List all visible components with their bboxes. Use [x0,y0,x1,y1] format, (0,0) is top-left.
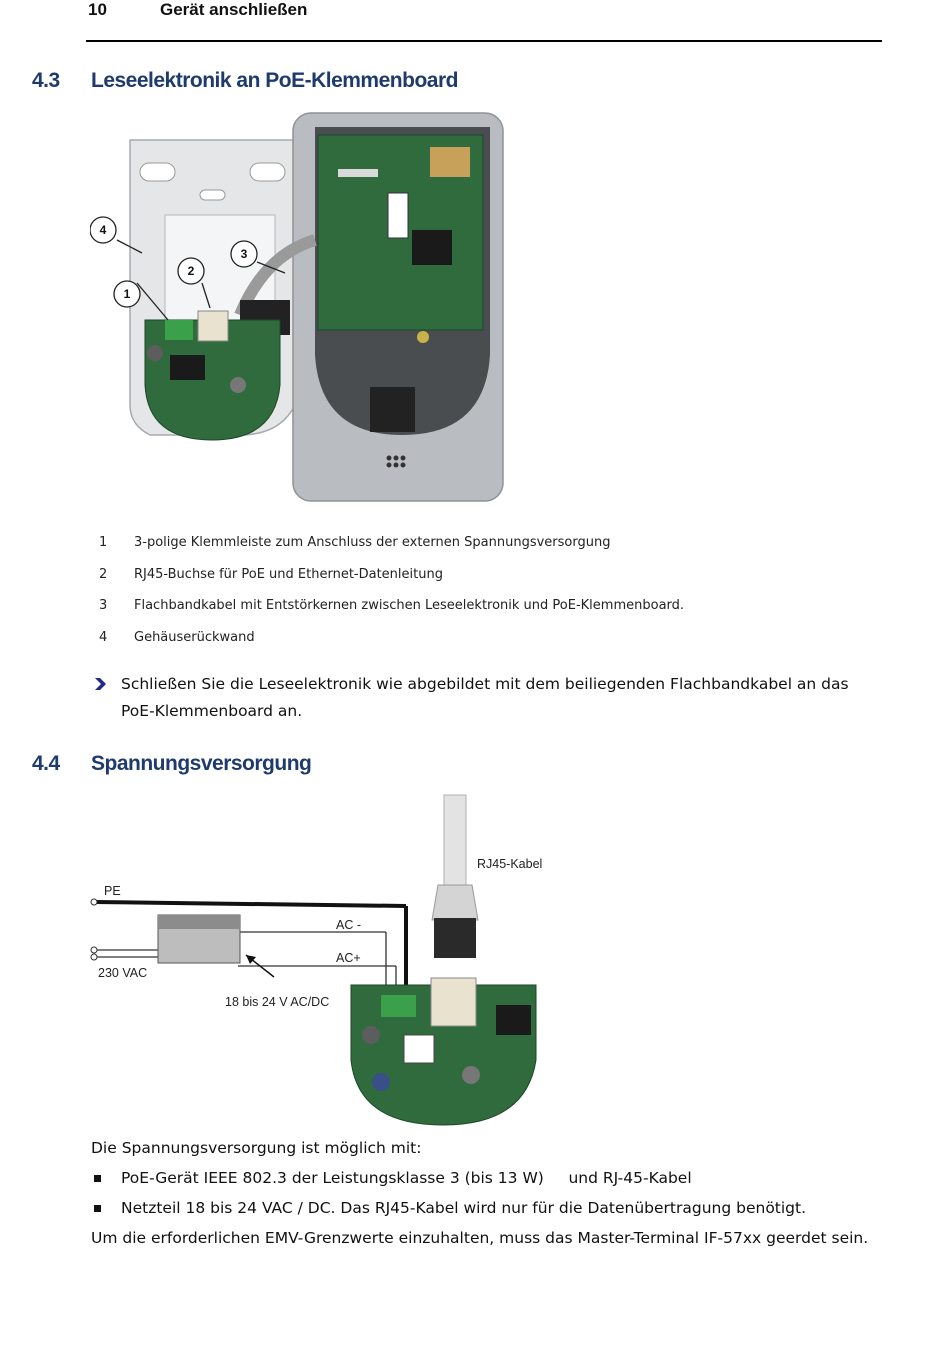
pcb-lower-part [370,387,415,432]
poe-board [144,319,281,441]
speaker-grille [386,455,406,468]
page-number: 10 [88,0,107,19]
pcb-header [338,169,378,177]
chapter-title: Gerät anschließen [160,0,308,19]
callouts [90,216,286,321]
bullet-marker [94,1175,101,1182]
label-rj45-cable: RJ45-Kabel [477,857,542,871]
legend-text: 3-polige Klemmleiste zum Anschluss der e… [134,535,611,550]
psu-pointer-head [246,955,256,964]
section-title-4-3: Leseelektronik an PoE-Klemmenboard [91,69,458,92]
legend-text: Gehäuserückwand [134,630,255,645]
callout-4-label: 4 [100,223,107,237]
pcb-label [403,1034,435,1064]
supply-intro: Die Spannungsversorgung ist möglich mit: [91,1139,422,1157]
poe-board [350,984,537,1126]
callout-2-marker [177,257,205,285]
legend-number: 1 [99,535,108,550]
supply-option-2: Netzteil 18 bis 24 VAC / DC. Das RJ45-Ka… [121,1199,807,1217]
figure-power-supply: RJ45-Kabel PE AC - AC+ 230 VAC 18 bis 24… [90,794,542,1126]
poe-chip [496,1005,531,1035]
step-arrow-icon [95,678,106,690]
pe-wire [93,900,407,908]
label-psu: 18 bis 24 V AC/DC [225,995,329,1009]
legend-number: 3 [99,598,108,613]
section-number-4-3: 4.3 [32,69,60,92]
capacitor [362,1026,380,1044]
capacitor [147,345,163,361]
barcode-label [387,192,409,239]
callout-1-marker [113,280,141,308]
section-number-4-4: 4.4 [32,752,60,775]
pcb-chip [412,230,452,265]
rj45-jack [197,310,229,342]
instruction-line-1: Schließen Sie die Leseelektronik wie abg… [121,675,849,693]
grounding-note: Um die erforderlichen EMV-Grenzwerte ein… [91,1229,869,1247]
terminal-block [381,995,416,1017]
label-230vac: 230 VAC [98,966,147,980]
callout-2-label: 2 [188,264,195,278]
figure-reader-electronics: 4 1 2 3 [90,112,504,502]
poe-chip [170,355,205,380]
pcb-buzzer [417,331,429,343]
mains-terminal [90,953,98,961]
terminal-block [165,320,193,340]
capacitor [230,377,246,393]
plate-slot [199,189,226,201]
legend-number: 2 [99,567,108,582]
header-rule [86,40,882,42]
plate-slot [139,162,176,182]
capacitor [372,1073,390,1091]
mains-terminal [90,946,98,954]
legend-text: RJ45-Buchse für PoE und Ethernet-Datenle… [134,567,443,582]
instruction-line-2: PoE-Klemmenboard an. [121,702,303,720]
rj45-jack [430,977,477,1027]
label-ac-minus: AC - [336,918,361,932]
callout-1-label: 1 [124,287,131,301]
psu-top [158,915,240,929]
label-pe: PE [104,884,121,898]
callout-3-label: 3 [241,247,248,261]
callout-4-marker [90,216,117,244]
section-title-4-4: Spannungsversorgung [91,752,312,775]
pcb-connector [430,147,470,177]
plate-slot [249,162,286,182]
bullet-marker [94,1205,101,1212]
legend-number: 4 [99,630,108,645]
rj45-cable [443,794,467,891]
rj45-plug [434,918,476,958]
pe-terminal [90,898,98,906]
callout-3-marker [230,240,258,268]
capacitor [462,1066,480,1084]
rj45-boot [431,884,479,921]
legend-text: Flachbandkabel mit Entstörkernen zwische… [134,598,685,613]
supply-option-1: PoE-Gerät IEEE 802.3 der Leistungsklasse… [121,1169,692,1187]
label-ac-plus: AC+ [336,951,361,965]
